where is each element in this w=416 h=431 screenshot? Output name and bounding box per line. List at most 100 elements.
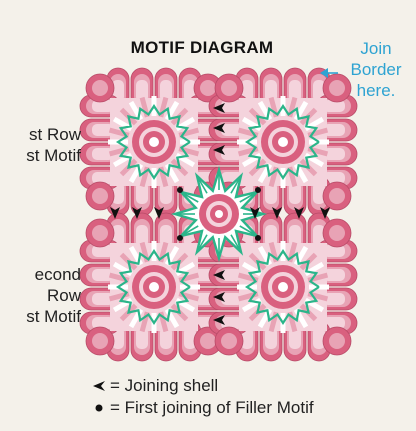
joining-shell-marker: [132, 207, 142, 219]
corner-bump-inner: [329, 225, 345, 241]
joining-shell-marker: [294, 207, 304, 219]
petal-inner: [160, 327, 172, 349]
petal-inner: [323, 124, 345, 136]
second-row-label-line-1: econd: [34, 265, 81, 284]
petal-inner: [289, 225, 301, 247]
petal-inner: [323, 269, 345, 281]
petal-inner: [92, 148, 114, 160]
petal-inner: [92, 245, 114, 257]
center-dot: [149, 137, 159, 147]
filler-spoke: [183, 193, 199, 203]
legend-shell-text: = Joining shell: [110, 376, 219, 395]
petal-inner: [221, 269, 243, 281]
petal-inner: [265, 182, 277, 204]
legend-row-shell: = Joining shell: [88, 375, 314, 397]
petal-inner: [265, 225, 277, 247]
petal-inner: [221, 317, 243, 329]
petal-inner: [136, 327, 148, 349]
corner-bump-inner: [329, 188, 345, 204]
filler-spoke: [183, 225, 199, 235]
arrowhead-icon: [88, 380, 110, 392]
filler-spoke: [239, 225, 255, 235]
corner-bump-inner: [92, 333, 108, 349]
petal-inner: [92, 124, 114, 136]
first-joining-dot: [255, 235, 261, 241]
first-row-label: st Row st Motif: [26, 124, 81, 166]
green-zigzag-ring: [115, 248, 191, 326]
joining-shell-marker: [213, 270, 225, 280]
petal-inner: [136, 225, 148, 247]
joining-shell-marker: [213, 103, 225, 113]
joining-shell-marker: [213, 123, 225, 133]
corner-bump-inner: [92, 80, 108, 96]
filler-spoke: [230, 234, 240, 250]
petal-inner: [289, 327, 301, 349]
petal-inner: [92, 269, 114, 281]
petal-inner: [136, 182, 148, 204]
crochet-motif: [208, 212, 358, 362]
corner-bump-inner: [221, 333, 237, 349]
center-dot: [278, 282, 288, 292]
petal-inner: [136, 80, 148, 102]
second-row-label-line-3: st Motif: [26, 307, 81, 326]
corner-bump-inner: [200, 80, 216, 96]
corner-bump-inner: [200, 333, 216, 349]
diagram-title: MOTIF DIAGRAM: [130, 38, 274, 57]
center-dot: [278, 137, 288, 147]
join-label-line-3: here.: [356, 81, 396, 100]
petal-inner: [323, 245, 345, 257]
petal-inner: [92, 293, 114, 305]
joining-shell-marker: [272, 207, 282, 219]
petal-inner: [160, 80, 172, 102]
first-joining-dot: [177, 187, 183, 193]
petal-inner: [323, 148, 345, 160]
corner-bump-inner: [329, 80, 345, 96]
joining-shell-marker: [250, 207, 260, 219]
petal-inner: [160, 225, 172, 247]
filler-spoke: [239, 193, 255, 203]
second-row-label: econd Row st Motif: [26, 264, 81, 327]
join-label-line-2: Border: [350, 60, 402, 79]
petal-inner: [265, 80, 277, 102]
corner-bump-inner: [92, 188, 108, 204]
joining-shell-marker: [213, 292, 225, 302]
petal-inner: [313, 327, 325, 349]
petal-inner: [221, 293, 243, 305]
joining-shell-marker: [213, 145, 225, 155]
petal-inner: [92, 317, 114, 329]
petal-inner: [160, 182, 172, 204]
corner-bump-inner: [329, 333, 345, 349]
joining-shell-marker: [320, 207, 330, 219]
second-row-label-line-2: Row: [46, 286, 81, 305]
first-row-label-line-2: st Motif: [26, 146, 81, 165]
petal-inner: [265, 327, 277, 349]
corner-bump-inner: [221, 80, 237, 96]
petal-inner: [323, 293, 345, 305]
petal-inner: [92, 172, 114, 184]
petal-inner: [323, 100, 345, 112]
joining-shell-marker: [110, 207, 120, 219]
corner-bump-inner: [92, 225, 108, 241]
petal-inner: [221, 100, 243, 112]
green-zigzag-ring: [244, 248, 320, 326]
first-joining-dot: [177, 235, 183, 241]
petal-inner: [221, 124, 243, 136]
green-zigzag-ring: [115, 103, 191, 181]
dot-icon: [88, 403, 110, 413]
petal-inner: [289, 80, 301, 102]
join-label-line-1: Join: [360, 39, 392, 58]
legend-row-dot: = First joining of Filler Motif: [88, 397, 314, 419]
join-border-label: Join Border here.: [336, 38, 416, 101]
join-border-arrowhead: [320, 68, 328, 78]
petal-inner: [221, 148, 243, 160]
first-row-label-line-1: st Row: [29, 125, 81, 144]
petal-inner: [92, 100, 114, 112]
filler-center-dot: [215, 210, 223, 218]
petal-inner: [289, 182, 301, 204]
petal-inner: [313, 182, 325, 204]
joining-shell-marker: [154, 207, 164, 219]
legend-dot-text: = First joining of Filler Motif: [110, 398, 314, 417]
center-dot: [149, 282, 159, 292]
petal-inner: [184, 327, 196, 349]
